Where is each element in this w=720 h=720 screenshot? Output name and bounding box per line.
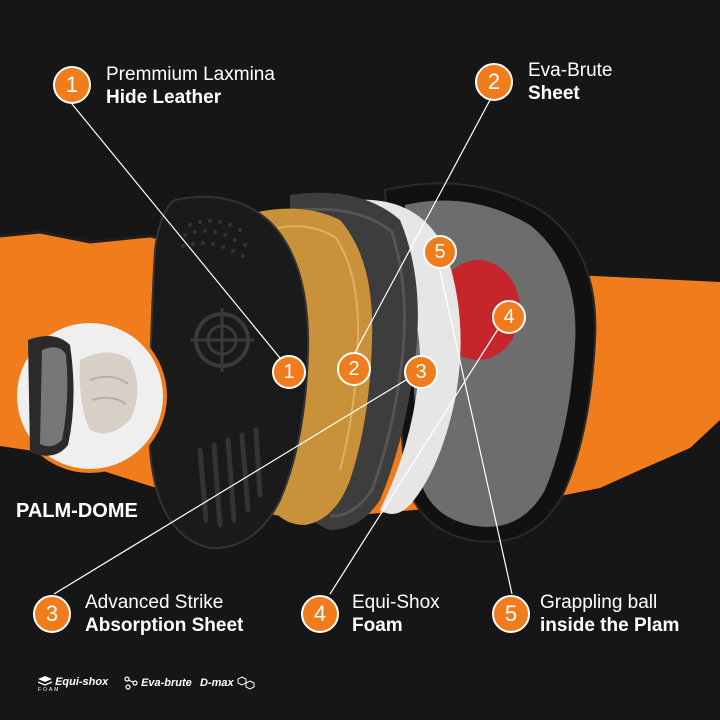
- equishox-logo-sub: FOAM: [38, 687, 61, 694]
- molecule-icon: [124, 676, 138, 690]
- callout-2-line1: Eva-Brute: [528, 60, 613, 81]
- callout-5-line1: Grappling ball: [540, 592, 658, 613]
- marker-3-badge: 3: [404, 355, 438, 389]
- callout-1-line1: Premmium Laxmina: [106, 64, 275, 85]
- palm-dome-label: PALM-DOME: [16, 500, 138, 522]
- marker-4-badge: 4: [492, 300, 526, 334]
- marker-2-badge: 2: [337, 352, 371, 386]
- callout-1-line2: Hide Leather: [106, 86, 222, 108]
- layers-icon: [37, 676, 53, 686]
- callout-5-badge: 5: [492, 595, 530, 633]
- callout-3-line1: Advanced Strike: [85, 592, 224, 613]
- evabrute-logo: Eva-brute: [124, 676, 192, 690]
- callout-5-text: Grappling ball inside the Plam: [540, 592, 679, 638]
- callout-3-text: Advanced Strike Absorption Sheet: [85, 592, 243, 638]
- callout-4-text: Equi-Shox Foam: [352, 592, 440, 638]
- callout-4-line1: Equi-Shox: [352, 592, 440, 613]
- evabrute-logo-name: Eva-brute: [141, 676, 192, 689]
- marker-1-badge: 1: [272, 355, 306, 389]
- callout-2-badge: 2: [475, 63, 513, 101]
- marker-5-badge: 5: [423, 235, 457, 269]
- equishox-logo: Equi-shox FOAM: [37, 676, 109, 694]
- callout-1-badge: 1: [53, 66, 91, 104]
- callout-3-badge: 3: [33, 595, 71, 633]
- callout-1-text: Premmium Laxmina Hide Leather: [106, 64, 275, 110]
- dmax-logo-name: D-max: [200, 676, 234, 689]
- callout-2-line2: Sheet: [528, 82, 580, 104]
- callout-2-text: Eva-Brute Sheet: [528, 60, 612, 106]
- callout-4-line2: Foam: [352, 614, 403, 636]
- leather-front-pad: [147, 195, 310, 550]
- equishox-logo-name: Equi-shox: [55, 676, 109, 688]
- dmax-logo: D-max: [200, 676, 257, 690]
- callout-3-line2: Absorption Sheet: [85, 614, 244, 636]
- callout-4-badge: 4: [301, 595, 339, 633]
- callout-5-line2: inside the Plam: [540, 614, 680, 636]
- equishox-foam-layer: [350, 199, 461, 515]
- hexagon-icon: [237, 676, 255, 690]
